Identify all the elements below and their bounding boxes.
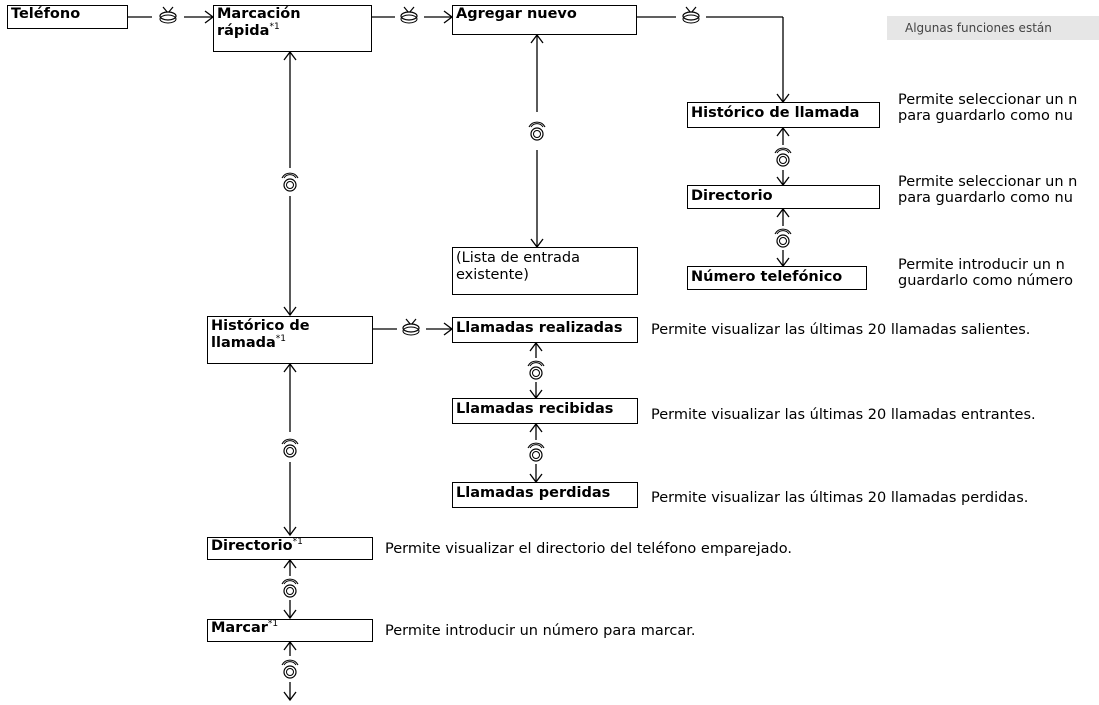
existing-list-box: (Lista de entrada existente) bbox=[452, 247, 638, 295]
footnote-marker: *1 bbox=[275, 334, 287, 345]
rotate-knob-icon bbox=[527, 442, 545, 462]
option-call-history-description: Permite seleccionar un n para guardarlo … bbox=[898, 92, 1078, 124]
speed-dial-label-2: rápida bbox=[217, 23, 270, 39]
phonebook-description: Permite visualizar el directorio del tel… bbox=[385, 541, 792, 557]
availability-note: Algunas funciones están bbox=[887, 16, 1099, 40]
press-knob-icon bbox=[400, 6, 418, 24]
option-phone-number-label: Número telefónico bbox=[691, 269, 843, 285]
rotate-knob-icon bbox=[527, 360, 545, 380]
press-knob-icon bbox=[402, 318, 420, 336]
phone-label: Teléfono bbox=[11, 6, 81, 22]
rotate-knob-icon bbox=[528, 121, 546, 141]
dial-box: Marcar*1 bbox=[207, 619, 373, 642]
option-call-history-label: Histórico de llamada bbox=[691, 105, 860, 121]
phone-menu-box: Teléfono bbox=[7, 5, 128, 29]
outgoing-calls-label: Llamadas realizadas bbox=[456, 320, 623, 336]
option-phone-number-description: Permite introducir un n guardarlo como n… bbox=[898, 257, 1073, 289]
existing-list-label-2: existente) bbox=[456, 267, 529, 283]
add-new-box: Agregar nuevo bbox=[452, 5, 637, 35]
incoming-calls-description: Permite visualizar las últimas 20 llamad… bbox=[651, 407, 1036, 423]
footnote-marker: *1 bbox=[292, 537, 303, 548]
existing-list-label: (Lista de entrada bbox=[456, 250, 580, 266]
missed-calls-box: Llamadas perdidas bbox=[452, 482, 638, 508]
add-new-label: Agregar nuevo bbox=[456, 6, 577, 22]
call-history-box: Histórico de llamada*1 bbox=[207, 316, 373, 364]
missed-calls-label: Llamadas perdidas bbox=[456, 485, 611, 501]
footnote-marker: *1 bbox=[269, 22, 280, 33]
option-phonebook-description: Permite seleccionar un n para guardarlo … bbox=[898, 174, 1078, 206]
incoming-calls-label: Llamadas recibidas bbox=[456, 401, 614, 417]
press-knob-icon bbox=[159, 6, 177, 24]
missed-calls-description: Permite visualizar las últimas 20 llamad… bbox=[651, 490, 1029, 506]
option-call-history-box: Histórico de llamada bbox=[687, 102, 880, 128]
call-history-label-2: llamada bbox=[211, 335, 276, 351]
rotate-knob-icon bbox=[281, 172, 299, 192]
phonebook-label: Directorio bbox=[211, 538, 293, 554]
option-phone-number-box: Número telefónico bbox=[687, 266, 867, 290]
rotate-knob-icon bbox=[774, 228, 792, 248]
speed-dial-label: Marcación bbox=[217, 6, 301, 22]
rotate-knob-icon bbox=[281, 659, 299, 679]
outgoing-calls-description: Permite visualizar las últimas 20 llamad… bbox=[651, 322, 1031, 338]
rotate-knob-icon bbox=[774, 147, 792, 167]
outgoing-calls-box: Llamadas realizadas bbox=[452, 317, 638, 343]
phonebook-box: Directorio*1 bbox=[207, 537, 373, 560]
rotate-knob-icon bbox=[281, 438, 299, 458]
rotate-knob-icon bbox=[281, 578, 299, 598]
dial-label: Marcar bbox=[211, 620, 268, 636]
dial-description: Permite introducir un número para marcar… bbox=[385, 623, 696, 639]
speed-dial-box: Marcación rápida*1 bbox=[213, 5, 372, 52]
footnote-marker: *1 bbox=[267, 619, 279, 630]
press-knob-icon bbox=[682, 6, 700, 24]
call-history-label: Histórico de bbox=[211, 318, 310, 334]
option-phonebook-label: Directorio bbox=[691, 188, 773, 204]
incoming-calls-box: Llamadas recibidas bbox=[452, 398, 638, 424]
option-phonebook-box: Directorio bbox=[687, 185, 880, 209]
